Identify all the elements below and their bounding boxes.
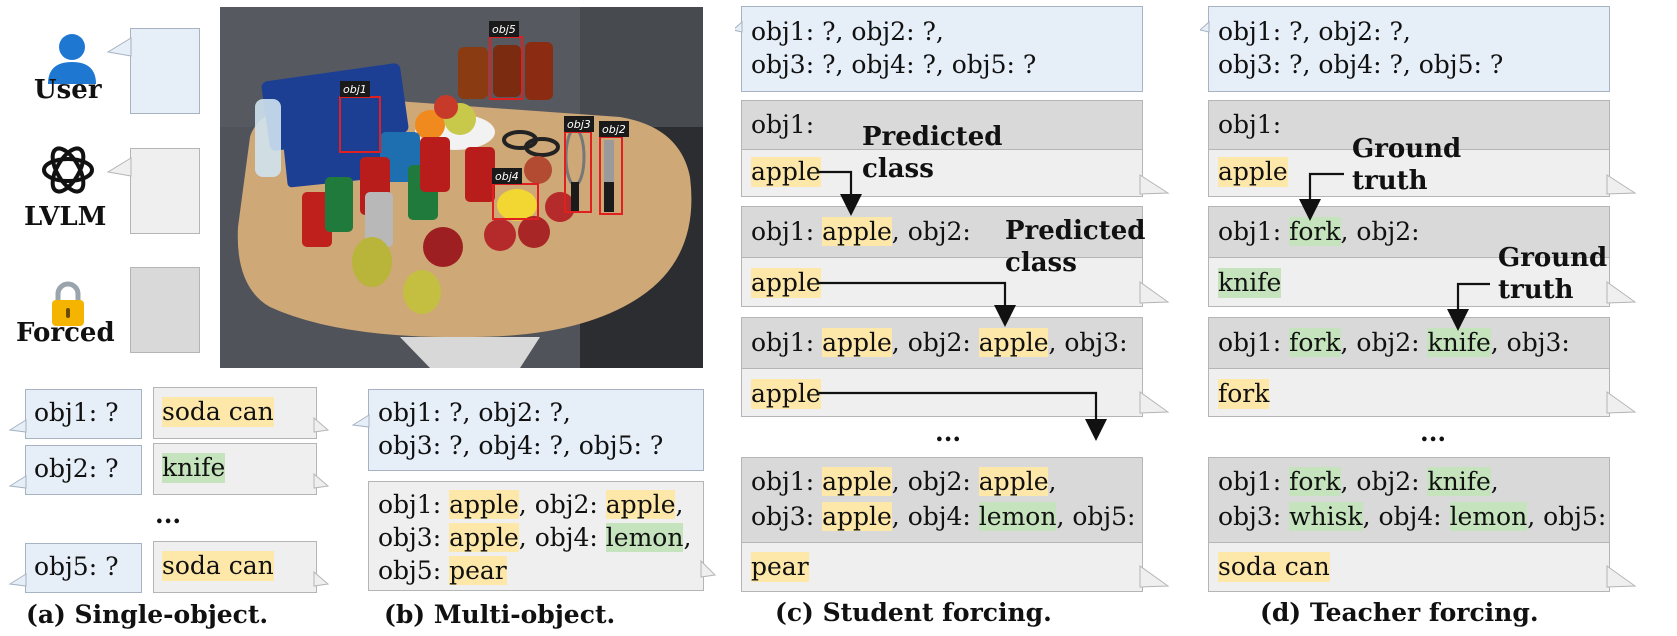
- c-forced-box-2: [741, 206, 1143, 258]
- a-query-box-2: [25, 445, 142, 495]
- b-obj1-pred: apple: [449, 490, 519, 519]
- c-note1-line2: class: [862, 154, 934, 184]
- c-prompt-line1: obj1: ?, obj2: ?,: [751, 17, 944, 46]
- a-caption: (a) Single-object.: [26, 600, 269, 629]
- panel-a: obj1: ? soda can obj2: ? knife ... obj5:…: [0, 380, 330, 636]
- d-forced-box-3: [1208, 317, 1610, 369]
- c-caption: (c) Student forcing.: [775, 598, 1052, 627]
- d-answer-3: fork: [1218, 379, 1270, 409]
- c-forced-box-1: [741, 100, 1143, 150]
- d-forced-box-1: [1208, 100, 1610, 150]
- d-prompt-line2: obj3: ?, obj4: ?, obj5: ?: [1218, 50, 1504, 79]
- a-bubble-tails: [8, 416, 330, 587]
- c-note2-line1: Predicted: [1005, 216, 1146, 246]
- b-bubble-tails: [351, 414, 717, 578]
- d-note2-line2: truth: [1498, 275, 1574, 305]
- tag-obj4: obj4: [495, 170, 519, 183]
- tag-obj2: obj2: [602, 123, 626, 136]
- a-query-2: obj2: ?: [34, 454, 119, 483]
- openai-logo-icon: [42, 146, 94, 194]
- panel-b: obj1: ?, obj2: ?, obj3: ?, obj4: ?, obj5…: [350, 385, 720, 636]
- c-prompt-box: [741, 6, 1143, 92]
- d-forced-2: obj1: fork, obj2:: [1218, 217, 1420, 246]
- c-answer-3: apple: [751, 379, 821, 409]
- panel-c: obj1: ?, obj2: ?, obj3: ?, obj4: ?, obj5…: [735, 0, 1185, 636]
- b-obj5-pred: pear: [449, 556, 507, 585]
- d-forced-box-2: [1208, 206, 1610, 258]
- d-prompt-box: [1208, 6, 1610, 92]
- user-icon: [48, 34, 96, 84]
- d-note1-line1: Ground: [1352, 134, 1462, 164]
- b-answer-line3: obj5: pear: [378, 556, 507, 585]
- c-forced-1: obj1:: [751, 110, 815, 139]
- lock-icon: [52, 281, 84, 326]
- b-answer-line1: obj1: apple, obj2: apple,: [378, 490, 684, 519]
- d-note2-line1: Ground: [1498, 243, 1608, 273]
- b-obj2-pred: apple: [605, 490, 676, 519]
- d-answer-2: knife: [1218, 268, 1282, 298]
- a-answer-1: soda can: [162, 397, 274, 427]
- b-obj4-pred: lemon: [605, 523, 684, 552]
- b-prompt-box: [368, 389, 704, 471]
- scene-illustration: obj1 obj2 obj3 obj4 obj5: [220, 7, 703, 368]
- forced-swatch: [130, 267, 200, 353]
- tag-obj5: obj5: [492, 23, 516, 36]
- lvlm-swatch: [130, 148, 200, 234]
- a-answer-2: knife: [162, 453, 226, 483]
- a-answer-3: soda can: [162, 551, 274, 581]
- c-forced-box-4: [741, 457, 1143, 543]
- d-ellipsis: ...: [1420, 418, 1447, 447]
- user-swatch: [130, 28, 200, 114]
- d-forced-box-4: [1208, 457, 1610, 543]
- a-ellipsis: ...: [155, 500, 182, 529]
- lvlm-label: LVLM: [24, 202, 107, 232]
- scene-photo: obj1 obj2 obj3 obj4 obj5: [220, 7, 703, 368]
- legend: User LVLM Forced: [0, 0, 210, 360]
- c-prompt-line2: obj3: ?, obj4: ?, obj5: ?: [751, 50, 1037, 79]
- d-note1-line2: truth: [1352, 166, 1428, 196]
- c-ellipsis: ...: [935, 418, 962, 447]
- c-forced-2: obj1: apple, obj2:: [751, 217, 971, 246]
- b-answer-line2: obj3: apple, obj4: lemon,: [378, 523, 692, 552]
- c-forced-4-line1: obj1: apple, obj2: apple,: [751, 467, 1057, 496]
- a-query-3: obj5: ?: [34, 552, 119, 581]
- c-answer-1: apple: [751, 157, 821, 187]
- b-caption: (b) Multi-object.: [384, 600, 616, 629]
- tag-obj1: obj1: [343, 83, 367, 96]
- c-forced-3: obj1: apple, obj2: apple, obj3:: [751, 328, 1128, 357]
- d-forced-4-line1: obj1: fork, obj2: knife,: [1218, 467, 1499, 496]
- panel-d: obj1: ?, obj2: ?, obj3: ?, obj4: ?, obj5…: [1200, 0, 1677, 636]
- d-forced-1: obj1:: [1218, 110, 1282, 139]
- d-prompt-line1: obj1: ?, obj2: ?,: [1218, 17, 1411, 46]
- d-forced-4-line2: obj3: whisk, obj4: lemon, obj5:: [1218, 502, 1607, 531]
- d-forced-3: obj1: fork, obj2: knife, obj3:: [1218, 328, 1570, 357]
- c-answer-2: apple: [751, 268, 821, 298]
- b-obj3-pred: apple: [449, 523, 519, 552]
- d-arrows-tails: [1200, 20, 1637, 588]
- a-query-box-1: [25, 389, 142, 439]
- d-answer-4: soda can: [1218, 552, 1330, 582]
- user-label: User: [34, 75, 102, 105]
- d-answer-1: apple: [1218, 157, 1288, 187]
- b-prompt-line1: obj1: ?, obj2: ?,: [378, 398, 571, 427]
- d-caption: (d) Teacher forcing.: [1260, 598, 1539, 627]
- c-arrows-tails: [735, 20, 1170, 588]
- c-note1-line1: Predicted: [862, 122, 1003, 152]
- tag-obj3: obj3: [567, 118, 591, 131]
- swatch-tails: [106, 37, 132, 177]
- d-answer-box-3: [1208, 368, 1610, 417]
- c-note2-line2: class: [1005, 248, 1077, 278]
- c-forced-4-line2: obj3: apple, obj4: lemon, obj5:: [751, 502, 1136, 531]
- b-prompt-line2: obj3: ?, obj4: ?, obj5: ?: [378, 431, 664, 460]
- c-answer-4: pear: [751, 552, 809, 582]
- a-query-box-3: [25, 543, 142, 593]
- forced-label: Forced: [16, 318, 115, 348]
- a-query-1: obj1: ?: [34, 398, 119, 427]
